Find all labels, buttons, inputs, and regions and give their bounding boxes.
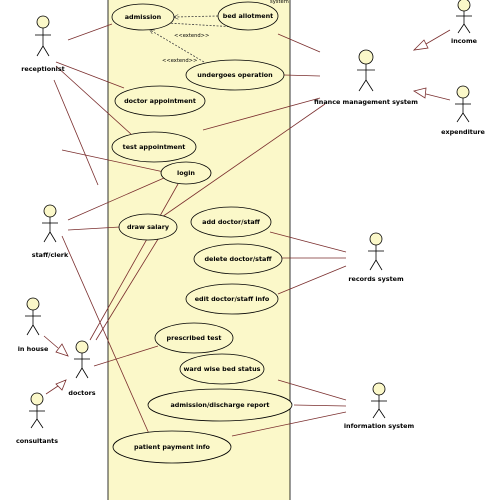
extend-label-1: <<extend>> [174,33,209,39]
use-case-edit-staff[interactable]: edit doctor/staff info [185,283,279,315]
use-case-draw-salary[interactable]: draw salary [118,213,178,241]
actor-income[interactable]: income [451,0,478,45]
use-case-label: delete doctor/staff [204,255,272,263]
use-case-label: admission [125,13,162,21]
use-case-label: patient payment info [134,443,210,451]
use-case-doctor-appointment[interactable]: doctor appointment [114,85,206,117]
use-case-label: doctor appointment [124,97,196,105]
actor-label: expenditure [441,128,485,136]
system-label: system [270,0,289,5]
actor-label: information system [344,422,415,430]
actor-doctors[interactable]: doctors [68,340,96,397]
actor-label: staff/clerk [32,251,69,259]
actor-finance-management-system[interactable]: finance management system [314,49,418,106]
use-case-test-appointment[interactable]: test appointment [111,131,197,163]
actor-records-system[interactable]: records system [348,232,404,283]
use-case-label: undergoes operation [197,71,273,79]
actor-expenditure[interactable]: expenditure [441,85,486,136]
generalization-arrows [43,29,451,395]
use-case-admission[interactable]: admission [111,3,175,31]
use-case-undergoes-operation[interactable]: undergoes operation [185,59,285,91]
actor-in-house[interactable]: in house [18,297,49,353]
actor-label: receptionist [21,65,64,73]
use-case-add-staff[interactable]: add doctor/staff [190,206,272,238]
actor-consultants[interactable]: consultants [16,392,58,445]
extend-label-2: <<extend>> [162,58,197,64]
use-case-login[interactable]: login [160,161,212,185]
use-case-patient-payment[interactable]: patient payment info [112,430,232,464]
use-case-bed-allotment[interactable]: bed allotment [217,1,279,31]
actor-label: consultants [16,437,58,445]
actor-label: in house [18,345,49,353]
use-case-label: add doctor/staff [202,218,261,226]
actor-information-system[interactable]: information system [344,382,415,430]
use-case-label: bed allotment [223,12,273,20]
actor-label: records system [348,275,404,283]
actor-label: finance management system [314,98,418,106]
use-case-label: admission/discharge report [171,401,270,409]
association-lines [53,23,347,437]
actor-label: income [451,37,478,45]
use-case-label: login [177,169,195,177]
actor-staff-clerk[interactable]: staff/clerk [32,204,69,259]
use-case-label: ward wise bed status [184,365,261,373]
use-case-label: test appointment [123,143,186,151]
use-case-wardwise-bed-status[interactable]: ward wise bed status [179,353,265,385]
use-case-label: edit doctor/staff info [195,295,270,303]
actor-receptionist[interactable]: receptionist [21,15,65,73]
use-case-delete-staff[interactable]: delete doctor/staff [193,243,283,275]
actor-label: doctors [68,389,95,397]
use-case-prescribed-test[interactable]: prescribed test [154,322,234,354]
use-case-label: prescribed test [167,334,222,342]
use-case-label: draw salary [127,223,170,231]
use-case-admission-report[interactable]: admission/discharge report [147,388,293,422]
